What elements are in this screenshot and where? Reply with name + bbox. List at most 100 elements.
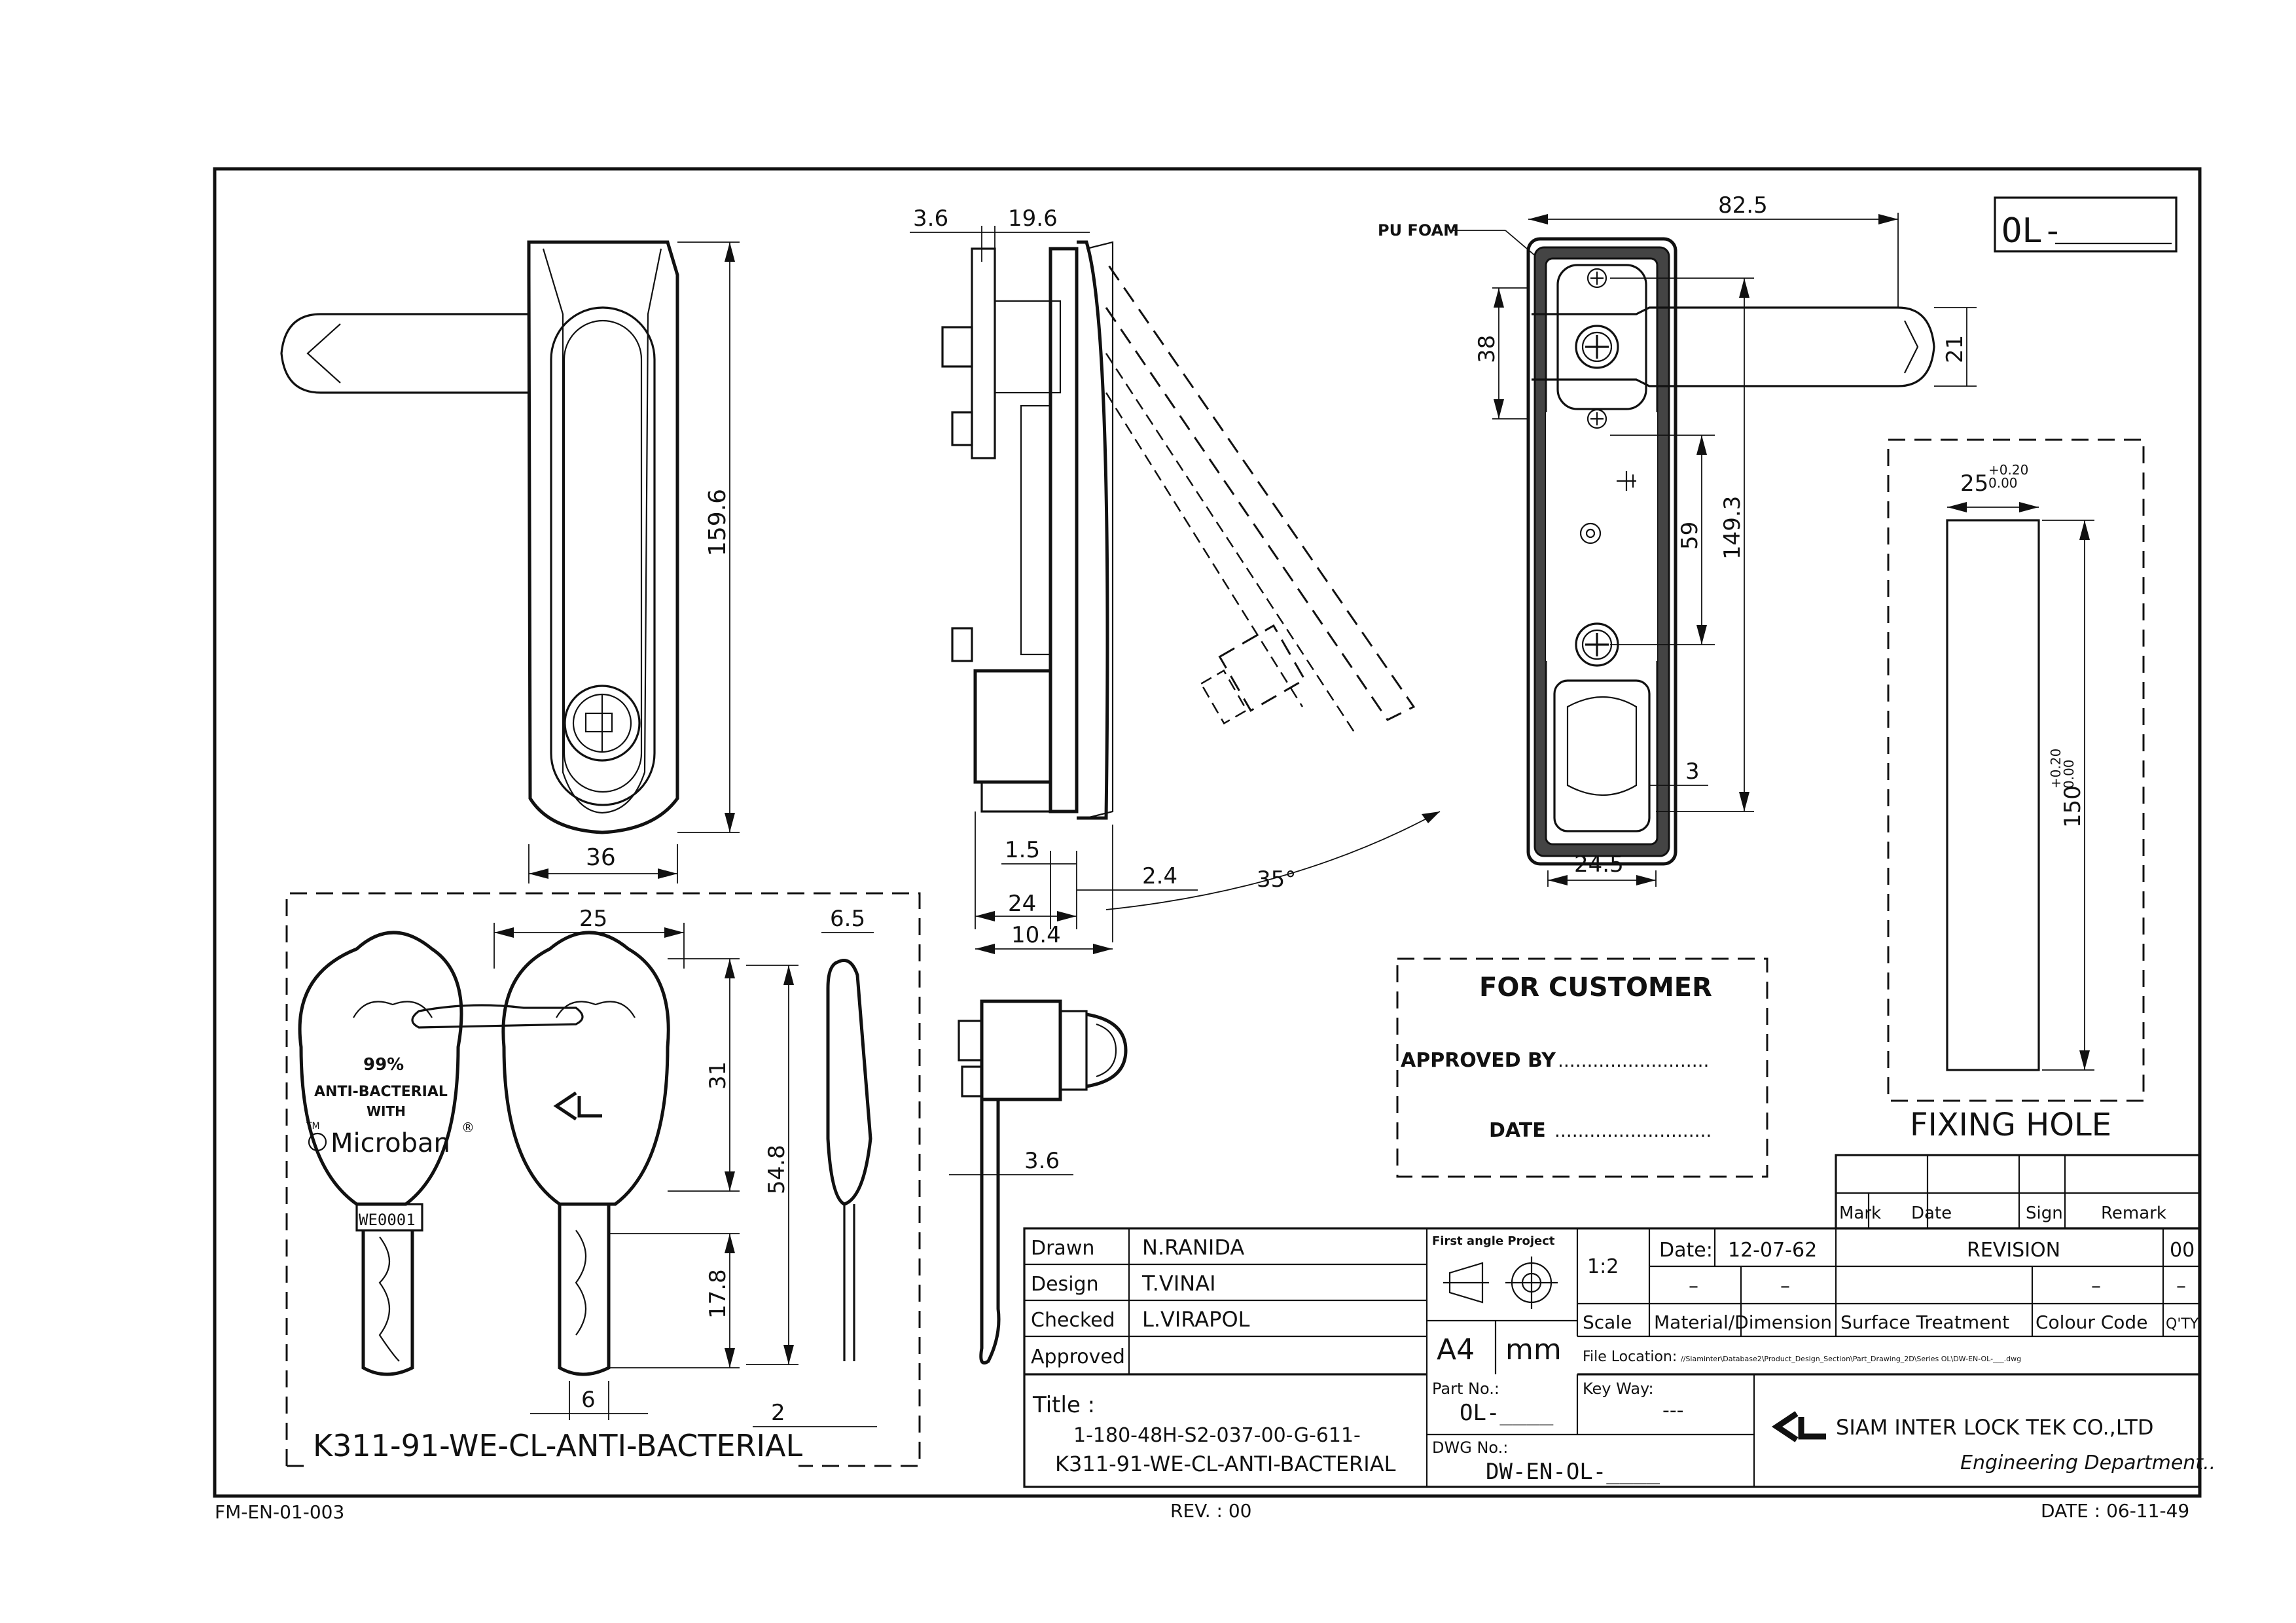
key-dim-25: 25	[579, 906, 607, 932]
key-line1: 99%	[363, 1055, 404, 1075]
rev-sign-header: Sign	[2026, 1204, 2063, 1223]
rev-mark-header: Mark	[1839, 1204, 1881, 1223]
checked-value: L.VIRAPOL	[1142, 1307, 1250, 1332]
file-location-path: //Siaminter\Database2\Product_Design_Sec…	[1681, 1355, 2021, 1363]
unit: mm	[1505, 1333, 1562, 1366]
customer-title: FOR CUSTOMER	[1479, 972, 1712, 1003]
rev-date-header: Date	[1911, 1204, 1952, 1223]
form-number: FM-EN-01-003	[215, 1501, 344, 1523]
key-code: WE0001	[359, 1211, 416, 1229]
dim-24: 24	[1008, 891, 1036, 917]
qty-label: Q'TY	[2166, 1316, 2199, 1332]
key-dim-6-5: 6.5	[830, 906, 865, 932]
key-line2: ANTI-BACTERIAL	[314, 1084, 448, 1100]
paper-size: A4	[1437, 1333, 1475, 1366]
dim-38: 38	[1474, 335, 1500, 363]
cam-view: 3.6	[949, 999, 1128, 1364]
stamp-text: OL-	[2001, 211, 2063, 251]
key-dim-31: 31	[705, 1061, 731, 1090]
dim-2-4: 2.4	[1142, 863, 1177, 889]
projection-cone-icon	[1448, 1262, 1484, 1304]
fix-25-tol-up: +0.20	[1988, 462, 2028, 478]
dwg-no-label: DWG No.:	[1432, 1438, 1508, 1457]
microban-logo-icon	[308, 1132, 327, 1152]
revision-label: REVISION	[1967, 1239, 2060, 1262]
design-value: T.VINAI	[1141, 1271, 1216, 1296]
fix-25-tol-dn: 0.00	[1988, 475, 2018, 491]
key-brand-reg: ®	[461, 1120, 475, 1135]
fixing-hole-label: FIXING HOLE	[1910, 1107, 2111, 1143]
dim-24-5: 24.5	[1574, 851, 1624, 878]
fix-25: 25	[1960, 471, 1988, 497]
title-line2: K311-91-WE-CL-ANTI-BACTERIAL	[1055, 1452, 1396, 1476]
key-dim-54-8: 54.8	[764, 1145, 790, 1194]
title-block: Mark Date Sign Remark Drawn N.RANIDA Des…	[1023, 1154, 2215, 1488]
dim-35-deg: 35°	[1257, 866, 1296, 893]
fix-150: 150	[2060, 785, 2086, 828]
keyway-label: Key Way:	[1583, 1380, 1654, 1398]
customer-approval-box: FOR CUSTOMER APPROVED BY ...............…	[1396, 957, 1768, 1178]
approved-by-label: APPROVED BY	[1401, 1049, 1556, 1072]
dim-82-5: 82.5	[1718, 192, 1768, 219]
dash-2: –	[1780, 1275, 1790, 1298]
footer-rev: REV. : 00	[1170, 1500, 1251, 1522]
rev-remark-header: Remark	[2101, 1204, 2166, 1223]
drawing-border	[213, 167, 2202, 1498]
title-line1: 1-180-48H-S2-037-00-G-611-	[1073, 1424, 1361, 1447]
part-no-label: Part No.:	[1432, 1380, 1499, 1398]
front-view: 159.6 36	[280, 240, 740, 883]
checked-label: Checked	[1031, 1309, 1115, 1332]
dim-21: 21	[1942, 335, 1968, 363]
company-name: SIAM INTER LOCK TEK CO.,LTD	[1836, 1415, 2153, 1440]
dim-3: 3	[1685, 758, 1700, 785]
key-dim-2: 2	[771, 1400, 785, 1426]
dim-3-6-cam: 3.6	[1024, 1148, 1060, 1174]
date-value-tb: 12-07-62	[1728, 1239, 1817, 1262]
dash-4: –	[2176, 1275, 2186, 1298]
title-label: Title :	[1032, 1392, 1095, 1418]
key-brand: Microban	[331, 1128, 450, 1158]
dim-59: 59	[1677, 522, 1703, 550]
drawn-label: Drawn	[1031, 1237, 1094, 1260]
side-view: 3.6 19.6 35° 1.5 2.4	[910, 205, 1441, 954]
dim-10-4: 10.4	[1011, 922, 1061, 948]
dim-36: 36	[586, 844, 616, 871]
footer-date: DATE : 06-11-49	[2041, 1500, 2189, 1522]
key-line3: WITH	[367, 1103, 406, 1119]
drawn-value: N.RANIDA	[1142, 1235, 1244, 1260]
projection-label: First angle Project	[1432, 1234, 1555, 1248]
pu-foam-label: PU FOAM	[1378, 221, 1459, 240]
date-dots: ...........................	[1554, 1120, 1712, 1141]
approved-label: Approved	[1031, 1346, 1125, 1368]
dim-149-3: 149.3	[1719, 496, 1746, 560]
dim-3-6-top: 3.6	[913, 205, 948, 232]
surface-label: Surface Treatment	[1840, 1311, 2009, 1333]
key-dim-6: 6	[581, 1387, 596, 1413]
key-brand-tm: TM	[306, 1121, 320, 1132]
dash-3: –	[2091, 1275, 2101, 1298]
dwg-no-value: DW-EN-OL-____	[1486, 1459, 1660, 1485]
department-name: Engineering Department..	[1960, 1452, 2215, 1474]
file-location-label: File Location:	[1583, 1349, 1677, 1365]
revision-value: 00	[2170, 1239, 2195, 1262]
part-no-value: OL-____	[1460, 1400, 1554, 1426]
company-logo-icon	[1771, 1411, 1799, 1442]
design-label: Design	[1031, 1273, 1099, 1296]
fix-150-tol-dn: 0.00	[2061, 759, 2077, 789]
material-label: Material/Dimension	[1654, 1311, 1832, 1333]
fixing-hole-view: 25 +0.20 0.00 150 +0.20 0.00 FIXING HOLE	[1887, 438, 2145, 1143]
approved-by-dots: ..........................	[1558, 1050, 1709, 1071]
key-panel: 99% ANTI-BACTERIAL WITH TM Microban ® WE…	[285, 892, 921, 1467]
key-dim-17-8: 17.8	[705, 1269, 731, 1319]
date-label-tb: Date:	[1659, 1239, 1713, 1262]
dash-1: –	[1689, 1275, 1698, 1298]
dim-1-5: 1.5	[1005, 837, 1040, 863]
dim-19-6: 19.6	[1008, 205, 1058, 232]
keyway-value: ---	[1662, 1399, 1683, 1422]
dim-159-6: 159.6	[704, 489, 731, 556]
stamp-box	[1994, 196, 2178, 253]
scale-value: 1:2	[1587, 1255, 1619, 1278]
rear-view: PU FOAM 82.	[1378, 192, 1977, 887]
scale-label: Scale	[1583, 1311, 1632, 1333]
